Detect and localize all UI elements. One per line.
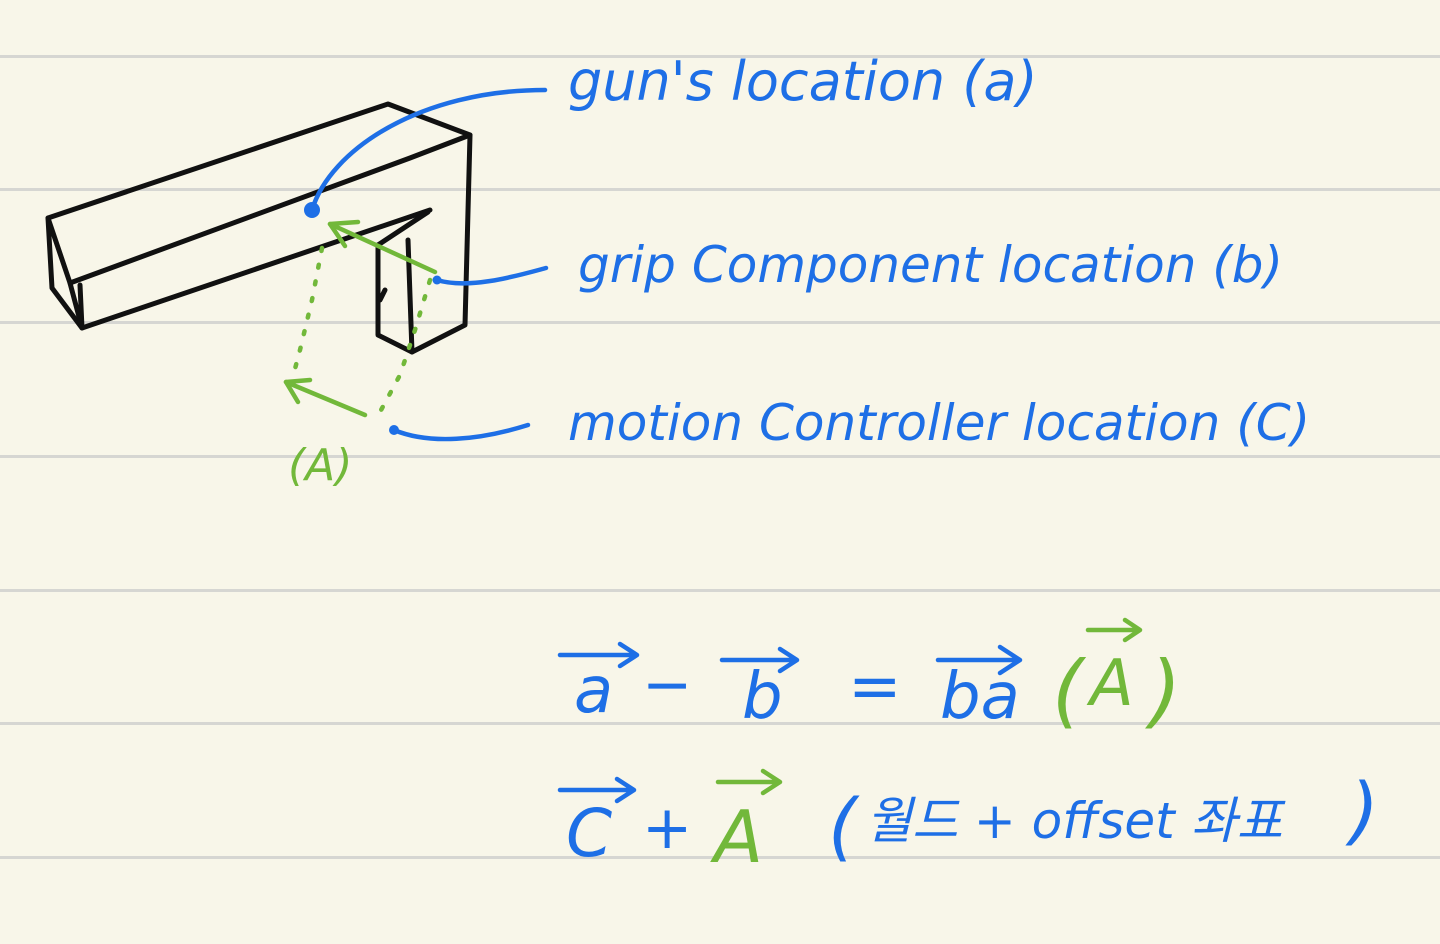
vector-arrow-b: [719, 646, 800, 674]
open-paren-green: (: [1052, 644, 1087, 737]
gun-sketch: [45, 101, 473, 355]
minus-sign: −: [642, 650, 692, 720]
equation-line-1: a − b = ba ( A ): [557, 617, 1181, 737]
controller-location-dot: [389, 425, 399, 435]
vector-arrow-ba: [935, 644, 1023, 676]
close-paren-green: ): [1145, 644, 1181, 737]
offset-arrow: [283, 379, 368, 418]
vector-b: b: [742, 660, 783, 734]
vector-A-green: A: [1086, 647, 1134, 721]
ruled-line: [0, 856, 1440, 859]
dotted-right: [377, 277, 433, 415]
vector-A-green-2: A: [710, 795, 763, 879]
plus-sign: +: [642, 793, 692, 863]
controller-location-leader: [391, 422, 531, 442]
grip-location-label: grip Component location (b): [578, 236, 1283, 294]
gun-location-leader: [309, 87, 548, 213]
grip-location-leader: [434, 265, 549, 286]
blue-connectors: [309, 87, 549, 442]
gun-location-dot: [304, 202, 320, 218]
vector-arrow-A: [1085, 617, 1143, 643]
vector-arrow-A-2: [715, 768, 783, 796]
coordinate-note: 월드 + offset 좌표: [866, 792, 1286, 850]
equation-line-2: C + A ( 월드 + offset 좌표 ): [557, 768, 1379, 879]
ruled-line: [0, 589, 1440, 592]
green-vectors: [283, 219, 438, 418]
dotted-left: [289, 245, 325, 383]
ruled-line: [0, 722, 1440, 725]
gun-location-label: gun's location (a): [568, 50, 1038, 113]
vector-c: C: [566, 795, 612, 872]
grip-location-dot: [432, 275, 442, 285]
vector-a: a: [574, 654, 613, 728]
grip-to-gun-arrow: [327, 221, 438, 275]
equals-sign: =: [848, 650, 902, 724]
ruled-line: [0, 321, 1440, 324]
vector-arrow-a: [557, 641, 640, 669]
vector-arrow-c: [557, 776, 637, 804]
note-open-paren: (: [828, 784, 860, 870]
note-close-paren: ): [1345, 768, 1379, 854]
ruled-line: [0, 55, 1440, 58]
ruled-line: [0, 455, 1440, 458]
vector-ba: ba: [940, 660, 1020, 734]
controller-location-label: motion Controller location (C): [568, 394, 1310, 452]
offset-vector-label: (A): [288, 440, 352, 491]
ruled-line: [0, 188, 1440, 191]
